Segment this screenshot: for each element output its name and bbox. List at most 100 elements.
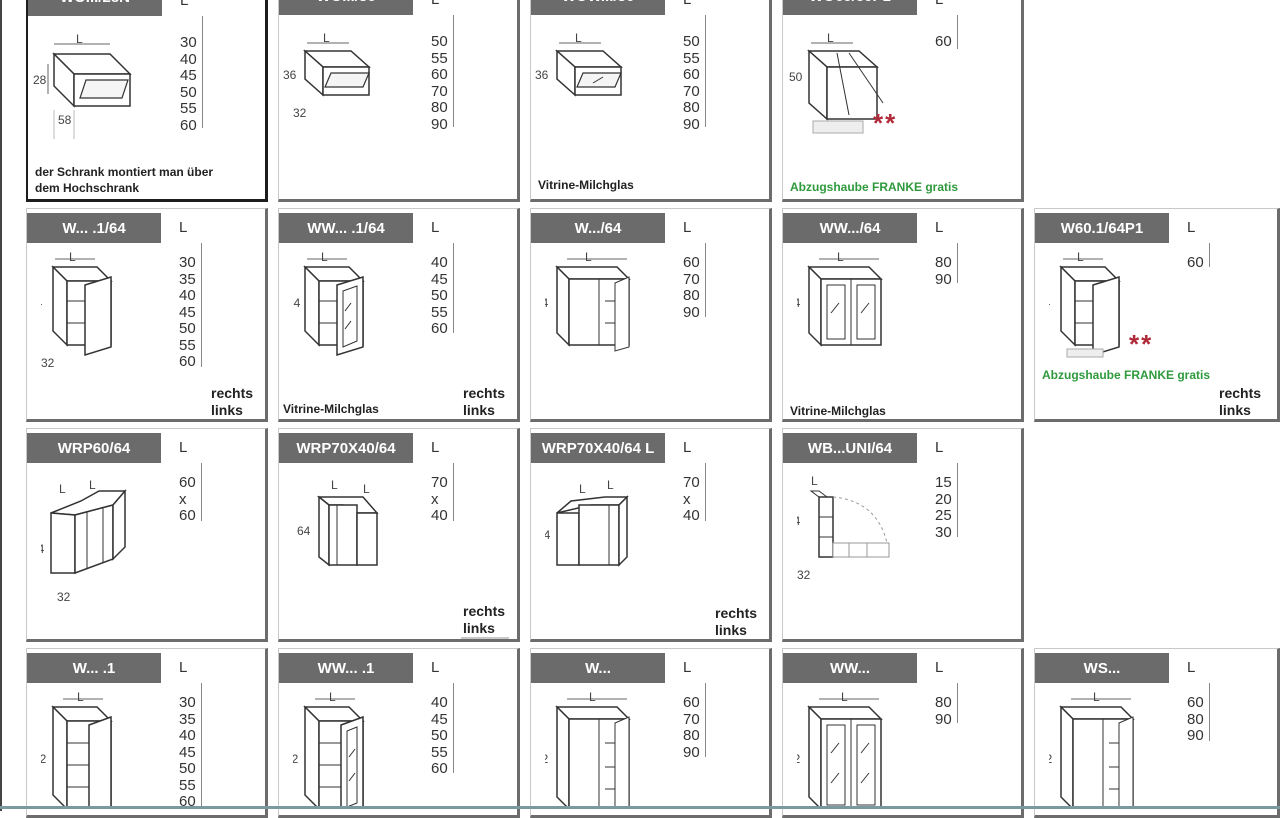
svg-text:L: L xyxy=(323,31,330,45)
cabinet-drawing: L 72 xyxy=(1049,690,1135,809)
width-list: 15 20 25 30 xyxy=(935,474,952,541)
svg-text:L: L xyxy=(59,482,66,496)
svg-text:L: L xyxy=(811,474,818,488)
item-code: WRP70X40/64 xyxy=(279,433,413,463)
catalog-item-wow-36[interactable]: WOW.../36 L 50 55 60 70 80 90 L 36 Vitri… xyxy=(530,0,772,202)
svg-text:72: 72 xyxy=(293,752,299,766)
svg-text:L: L xyxy=(1093,690,1100,704)
cabinet-drawing: L 28 58 xyxy=(33,32,132,139)
item-code: W60.1/64P1 xyxy=(1035,213,1169,243)
svg-text:72: 72 xyxy=(41,752,47,766)
width-divider xyxy=(453,15,454,127)
svg-text:L: L xyxy=(1077,250,1084,264)
svg-text:36: 36 xyxy=(535,68,549,82)
width-divider xyxy=(453,243,454,333)
catalog-item-wb-uni-64[interactable]: WB...UNI/64 L 15 20 25 30 L 64 32 xyxy=(782,428,1024,642)
cabinet-drawing: L 72 xyxy=(293,690,365,809)
width-header: L xyxy=(180,0,189,9)
svg-text:32: 32 xyxy=(797,568,811,582)
cabinet-drawing: L 64 xyxy=(293,250,365,357)
item-code: W... xyxy=(531,653,665,683)
hinge-side-label: rechts links xyxy=(1217,385,1266,419)
catalog-item-wo-36[interactable]: WO.../36 L 50 55 60 70 80 90 L 36 32 xyxy=(278,0,520,202)
catalog-item-wrp70x40-64-l[interactable]: WRP70X40/64 L L 70 x 40 L L 64 rechts li… xyxy=(530,428,772,642)
width-header: L xyxy=(431,439,440,456)
svg-text:L: L xyxy=(76,32,83,46)
width-list: 50 55 60 70 80 90 xyxy=(431,33,448,133)
cabinet-drawing: L 72 xyxy=(41,690,113,809)
catalog-item-ww[interactable]: WW... L 80 90 L 72 xyxy=(782,648,1024,818)
width-divider xyxy=(957,15,958,49)
svg-text:L: L xyxy=(607,478,614,492)
svg-text:72: 72 xyxy=(545,752,549,766)
width-list: 30 35 40 45 50 55 60 xyxy=(179,254,196,370)
width-list: 40 45 50 55 60 xyxy=(431,694,448,777)
catalog-item-ww-1-64[interactable]: WW... .1/64 L 40 45 50 55 60 L 64 Vitrin… xyxy=(278,208,520,422)
svg-text:64: 64 xyxy=(1049,296,1051,310)
width-divider xyxy=(957,683,958,723)
catalog-item-ws[interactable]: WS... L 60 80 90 L 72 xyxy=(1034,648,1280,818)
catalog-item-w-1-64[interactable]: W... .1/64 L 30 35 40 45 50 55 60 L 64 3… xyxy=(26,208,268,422)
item-note: Vitrine-Milchglas xyxy=(538,178,634,192)
left-frame-line xyxy=(0,0,2,811)
catalog-item-w-64[interactable]: W.../64 L 60 70 80 90 L 64 xyxy=(530,208,772,422)
catalog-item-wo60-50p1[interactable]: WO60/50P1 L 60 L 50 ** Abzugshaube FRANK… xyxy=(782,0,1024,202)
hinge-side-label: rechts links xyxy=(713,605,762,639)
width-divider xyxy=(453,683,454,773)
svg-text:58: 58 xyxy=(58,113,72,127)
item-code: W... .1 xyxy=(27,653,161,683)
svg-text:L: L xyxy=(329,690,336,704)
width-list: 70 x 40 xyxy=(431,474,448,524)
width-header: L xyxy=(431,0,439,8)
svg-text:L: L xyxy=(837,250,844,264)
catalog-item-wrp70x40-64[interactable]: WRP70X40/64 L 70 x 40 L L 64 rechts link… xyxy=(278,428,520,642)
svg-text:32: 32 xyxy=(293,106,307,120)
width-divider xyxy=(201,683,202,807)
bottom-frame-line xyxy=(0,806,1280,809)
svg-text:64: 64 xyxy=(797,514,801,528)
svg-text:L: L xyxy=(589,690,596,704)
svg-text:L: L xyxy=(585,250,592,264)
cabinet-drawing: L 72 xyxy=(545,690,631,809)
width-list: 30 40 45 50 55 60 xyxy=(180,34,197,134)
width-header: L xyxy=(683,219,692,236)
catalog-item-w-1[interactable]: W... .1 L 30 35 40 45 50 55 60 L 72 xyxy=(26,648,268,818)
width-divider xyxy=(705,243,706,317)
width-header: L xyxy=(935,219,944,236)
width-header: L xyxy=(683,0,691,8)
cabinet-drawing: L 64 xyxy=(1049,250,1121,358)
svg-text:L: L xyxy=(363,482,370,496)
catalog-item-wo-28n[interactable]: WO.../28N L 30 40 45 50 55 60 L 28 58 de… xyxy=(26,0,268,202)
width-header: L xyxy=(935,439,944,456)
item-code: WW... xyxy=(783,653,917,683)
catalog-item-w60-1-64p1[interactable]: W60.1/64P1 L 60 L 64 ** Abzugshaube FRAN… xyxy=(1034,208,1280,422)
item-code: WW.../64 xyxy=(783,213,917,243)
item-code: WB...UNI/64 xyxy=(783,433,917,463)
svg-text:L: L xyxy=(89,478,96,492)
catalog-item-w[interactable]: W... L 60 70 80 90 L 72 xyxy=(530,648,772,818)
item-code: WW... .1/64 xyxy=(279,213,413,243)
width-divider xyxy=(957,243,958,283)
catalog-item-ww-64[interactable]: WW.../64 L 80 90 L 64 Vitrine-Milchglas xyxy=(782,208,1024,422)
catalog-item-wrp60-64[interactable]: WRP60/64 L 60 x 60 L L 64 32 xyxy=(26,428,268,642)
item-code: W... .1/64 xyxy=(27,213,161,243)
width-list: 80 90 xyxy=(935,694,952,728)
item-note: Vitrine-Milchglas xyxy=(283,402,379,416)
item-code: WRP70X40/64 L xyxy=(531,433,665,463)
item-code: W.../64 xyxy=(531,213,665,243)
width-header: L xyxy=(179,439,188,456)
width-header: L xyxy=(179,659,188,676)
svg-text:L: L xyxy=(579,482,586,496)
item-code: WW... .1 xyxy=(279,653,413,683)
catalog-item-ww-1[interactable]: WW... .1 L 40 45 50 55 60 L 72 xyxy=(278,648,520,818)
svg-text:64: 64 xyxy=(545,528,551,542)
width-divider xyxy=(1209,683,1210,741)
width-header: L xyxy=(1187,219,1196,236)
item-note: Abzugshaube FRANKE gratis xyxy=(790,180,959,194)
svg-text:L: L xyxy=(77,690,84,704)
cabinet-drawing: L 64 xyxy=(545,250,631,352)
item-code: WO.../36 xyxy=(279,0,413,15)
width-header: L xyxy=(683,439,692,456)
width-header: L xyxy=(431,219,440,236)
item-code: WO60/50P1 xyxy=(783,0,917,15)
